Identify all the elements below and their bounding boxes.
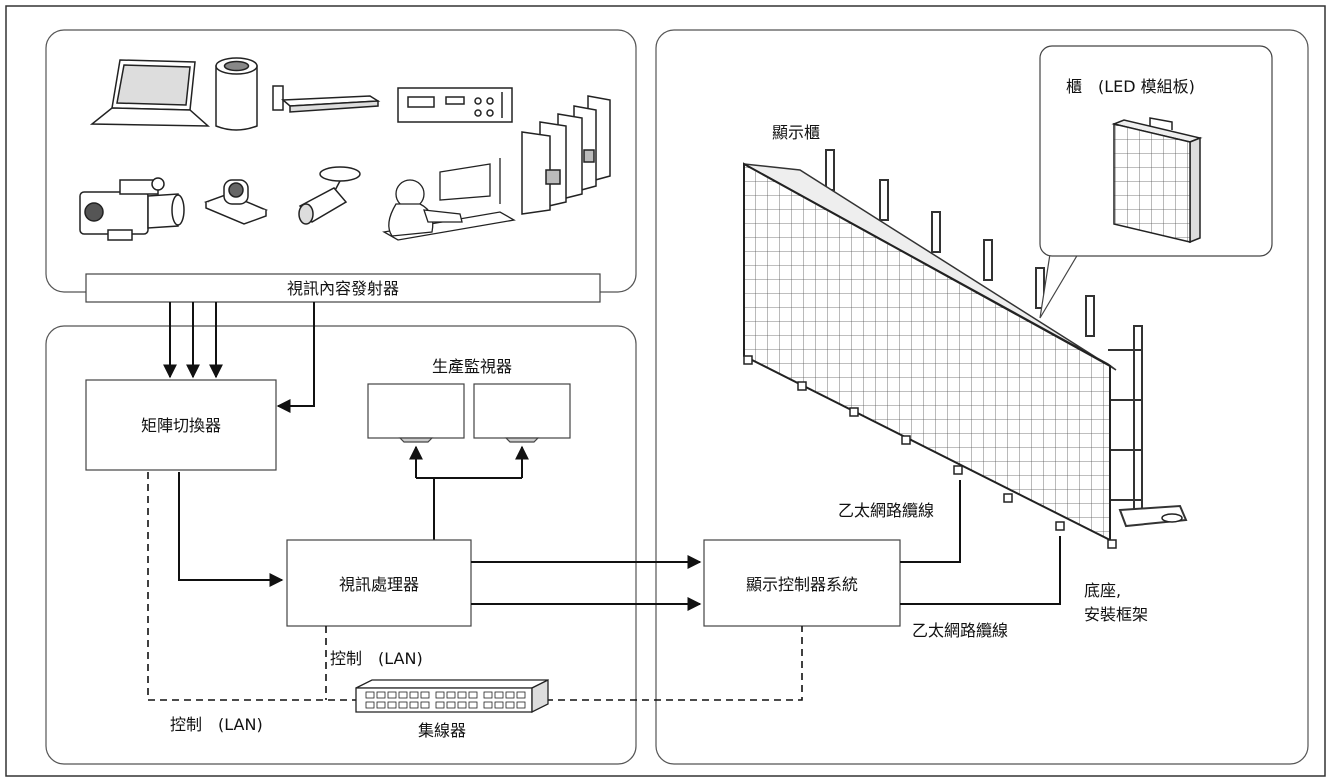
monitors-label: 生產監視器 xyxy=(432,357,512,376)
control-lan-label-lower: 控制 (LAN) xyxy=(170,715,263,734)
cabinet-callout-pointer xyxy=(1039,253,1079,319)
outer-frame xyxy=(5,5,1326,777)
production-monitor-1 xyxy=(367,383,465,443)
production-monitor-2 xyxy=(473,383,571,443)
cabinet-callout-label: 櫃 (LED 模組板) xyxy=(1066,77,1195,96)
ptz-camera-icon xyxy=(203,179,269,225)
monitor-connections xyxy=(409,445,529,540)
video-processor-box xyxy=(286,539,472,627)
ethernet-cables xyxy=(900,480,1061,605)
display-cabinet-label: 顯示櫃 xyxy=(772,123,820,142)
source-bar-label: 視訊內容發射器 xyxy=(287,279,399,298)
desktop-tower-icon xyxy=(215,57,258,131)
rack-unit-icon xyxy=(397,87,513,123)
switcher-to-processor-arrow xyxy=(178,472,284,587)
display-controller-box xyxy=(703,539,901,627)
video-processor-label: 視訊處理器 xyxy=(339,575,419,594)
led-display-wall-icon xyxy=(743,149,1188,549)
source-bar xyxy=(85,273,601,303)
base-label-line2: 安裝框架 xyxy=(1084,605,1148,624)
bullet-camera-icon xyxy=(298,166,361,225)
media-player-icon xyxy=(272,85,381,113)
ethernet-label-upper: 乙太網路纜線 xyxy=(838,501,934,520)
hub-label: 集線器 xyxy=(418,721,466,740)
laptop-icon xyxy=(89,59,211,127)
display-controller-label: 顯示控制器系統 xyxy=(746,575,858,594)
display-panel xyxy=(655,29,1309,765)
led-cabinet-icon xyxy=(1111,117,1203,244)
operator-station-icon xyxy=(382,158,516,241)
matrix-switcher-label: 矩陣切換器 xyxy=(141,416,221,435)
lan-dashed-lines xyxy=(147,472,803,701)
control-lan-label-upper: 控制 (LAN) xyxy=(330,649,423,668)
camcorder-icon xyxy=(79,177,185,241)
ethernet-label-lower: 乙太網路纜線 xyxy=(912,621,1008,640)
control-panel xyxy=(45,325,637,765)
processor-to-controller-arrows xyxy=(471,555,702,611)
network-hub-icon xyxy=(355,678,549,714)
matrix-switcher-box xyxy=(85,379,277,471)
server-rack-icon xyxy=(521,95,611,215)
source-connections xyxy=(163,302,315,413)
base-label-line1: 底座, xyxy=(1084,581,1121,600)
